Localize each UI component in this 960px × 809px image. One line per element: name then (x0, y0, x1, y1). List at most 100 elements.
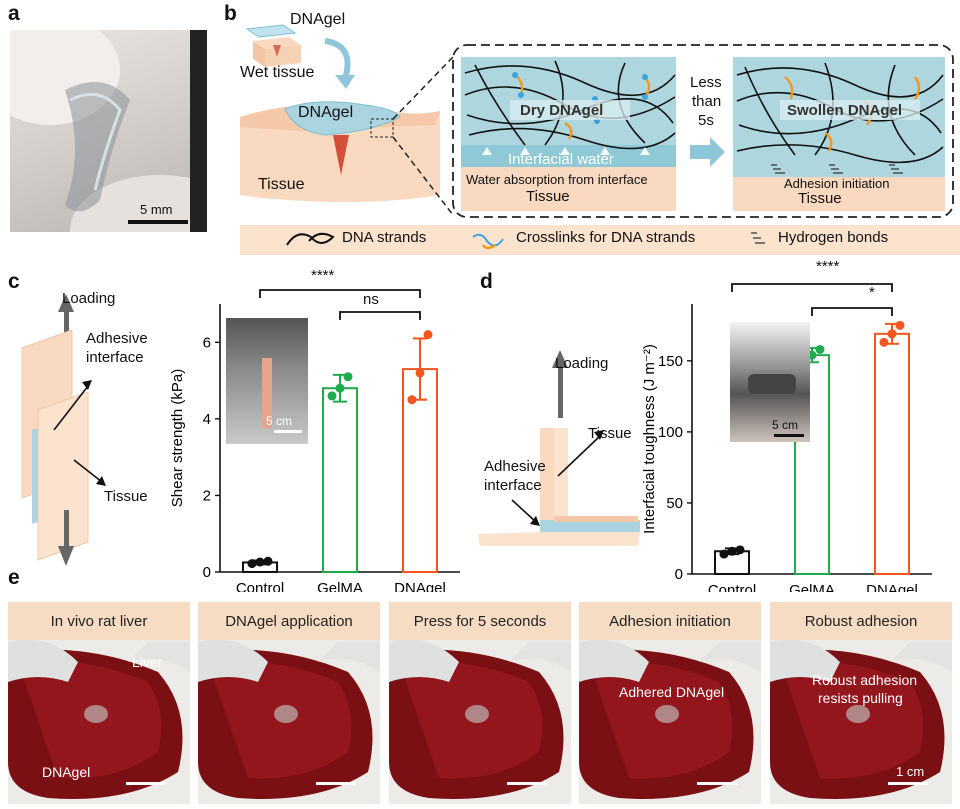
label-adhered-dnagel: Adhered DNAgel (619, 684, 725, 700)
scale-bar-c (274, 430, 302, 433)
panel-label-c: c (8, 270, 20, 293)
panel-b-schematic (240, 24, 960, 255)
label-tissue-c: Tissue (104, 488, 148, 505)
sig-d-star: * (869, 284, 875, 301)
liver-photo-3: Press for 5 seconds (389, 602, 571, 804)
label-5s: 5s (698, 112, 714, 129)
legend-dna-strands: DNA strands (342, 229, 427, 246)
inset-scale-d: 5 cm (772, 418, 799, 432)
data-point (327, 391, 337, 401)
caption-2: DNAgel application (198, 602, 380, 640)
label-dnagel-e: DNAgel (42, 764, 91, 780)
legend-hydrogen-bonds: Hydrogen bonds (778, 229, 889, 246)
label-adhesive-c-2: interface (86, 349, 144, 366)
x-tick-label: GelMA (789, 582, 835, 592)
label-adhesive-d-1: Adhesive (484, 458, 546, 475)
x-tick-label: GelMA (317, 580, 363, 592)
label-water-absorption: Water absorption from interface (466, 172, 648, 187)
label-dry-dnagel: Dry DNAgel (520, 102, 604, 119)
y-tick-label: 0 (203, 564, 211, 581)
bar-dnagel (874, 332, 910, 575)
data-point (255, 557, 265, 567)
legend-crosslinks: Crosslinks for DNA strands (516, 229, 696, 246)
label-tissue-right-inset: Tissue (798, 190, 842, 207)
y-axis-label: Interfacial toughness (J m⁻²) (641, 344, 658, 534)
data-point (895, 320, 905, 330)
data-point (727, 546, 737, 556)
inset-photo-c: 5 cm (226, 318, 308, 444)
panel-label-d: d (480, 270, 493, 293)
scale-bar-d (774, 434, 804, 437)
label-adhesive-c-1: Adhesive (86, 330, 148, 347)
label-swollen-dnagel: Swollen DNAgel (787, 102, 903, 119)
panel-d-schematic (478, 350, 640, 546)
caption-1: In vivo rat liver (8, 602, 190, 640)
scale-bar-a (128, 220, 188, 224)
data-point (887, 329, 897, 339)
label-interfacial-water: Interfacial water (508, 151, 614, 168)
x-tick-label: DNAgel (394, 580, 446, 592)
x-tick-label: Control (708, 582, 756, 592)
sig-c-ns: ns (363, 291, 379, 308)
panel-label-b: b (224, 2, 237, 25)
inset-scale-c: 5 cm (266, 414, 293, 428)
label-adhesive-d-2: interface (484, 477, 542, 494)
label-robust-2: resists pulling (818, 690, 903, 706)
data-point (423, 330, 433, 340)
scale-label-e: 1 cm (896, 764, 925, 779)
label-adhesion-initiation-b: Adhesion initiation (784, 176, 890, 191)
label-tissue-left-inset: Tissue (526, 188, 570, 205)
data-point (815, 344, 825, 354)
sig-c-top: **** (311, 267, 335, 284)
significance-bracket (259, 289, 421, 298)
x-tick-label: DNAgel (866, 582, 918, 592)
label-loading-d: Loading (555, 355, 609, 372)
caption-3: Press for 5 seconds (389, 602, 571, 640)
label-tissue-b: Tissue (258, 176, 305, 193)
sig-d-top: **** (816, 258, 840, 275)
caption-5: Robust adhesion (770, 602, 952, 640)
label-than: than (692, 93, 722, 110)
bar-gelma (322, 387, 358, 573)
data-point (343, 372, 353, 382)
y-tick-label: 150 (658, 353, 683, 370)
y-tick-label: 4 (203, 411, 211, 428)
liver-photo-2: DNAgel application (198, 602, 380, 804)
label-tissue-d: Tissue (588, 425, 632, 442)
scale-label-a: 5 mm (140, 202, 173, 217)
photo-illustration (10, 30, 207, 232)
data-point (879, 337, 889, 347)
data-point (335, 383, 345, 393)
inset-photo-d: 5 cm (730, 322, 810, 442)
label-wet-tissue: Wet tissue (240, 64, 315, 81)
y-tick-label: 100 (658, 424, 683, 441)
panel-label-a: a (8, 2, 20, 25)
data-point (719, 549, 729, 559)
panel-label-e: e (8, 566, 20, 589)
significance-bracket (339, 311, 421, 320)
label-liver: Liver (132, 654, 163, 670)
significance-bracket (811, 307, 893, 316)
tissue-sample-c (262, 358, 272, 428)
label-dnagel-mid: DNAgel (298, 104, 354, 121)
peel-clamp-d (748, 374, 796, 394)
photo-dnagel-on-finger: 5 mm (10, 30, 207, 232)
y-tick-label: 50 (666, 495, 683, 512)
label-less: Less (690, 74, 722, 91)
y-tick-label: 0 (675, 566, 683, 583)
caption-4: Adhesion initiation (579, 602, 761, 640)
label-dnagel-top: DNAgel (290, 11, 346, 28)
data-point (407, 395, 417, 405)
data-point (263, 556, 273, 566)
label-robust-1: Robust adhesion (812, 672, 918, 688)
y-tick-label: 6 (203, 334, 211, 351)
y-tick-label: 2 (203, 487, 211, 504)
label-loading-c: Loading (62, 290, 116, 307)
significance-bracket (731, 283, 893, 292)
data-point (247, 559, 257, 569)
